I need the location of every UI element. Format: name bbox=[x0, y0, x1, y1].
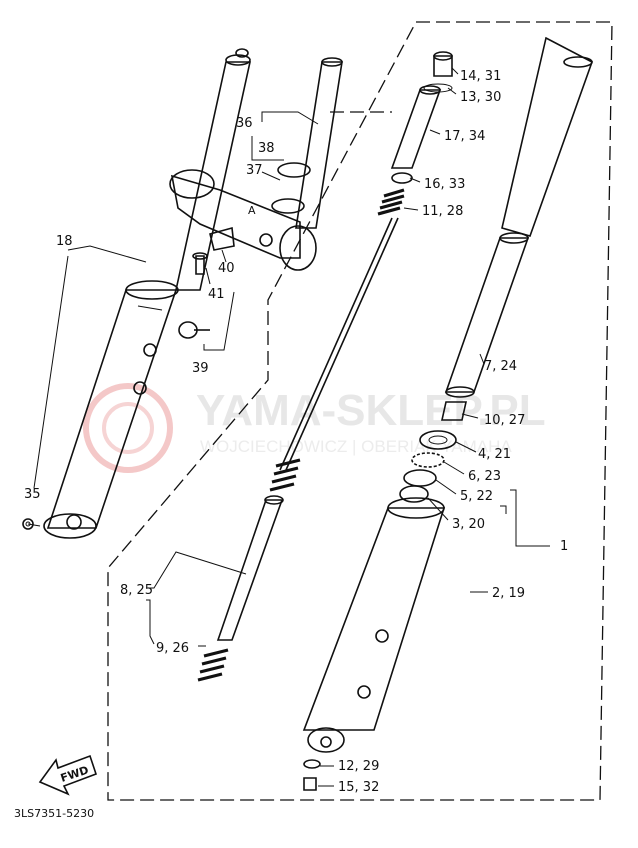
callout-36: 36 bbox=[236, 116, 253, 131]
callout-6-23: 6, 23 bbox=[468, 469, 501, 484]
callout-8-25: 8, 25 bbox=[120, 583, 153, 598]
callout-12-29: 12, 29 bbox=[338, 759, 379, 774]
callout-15-32: 15, 32 bbox=[338, 780, 379, 795]
callout-13-30: 13, 30 bbox=[460, 90, 501, 105]
drain-bolt-icon bbox=[22, 518, 34, 530]
disassembled-fork-leg bbox=[302, 36, 593, 791]
under-bracket: A bbox=[169, 57, 343, 339]
callout-labels: 14, 31 13, 30 17, 34 16, 33 11, 28 36 38… bbox=[24, 69, 568, 795]
callout-2-19: 2, 19 bbox=[492, 586, 525, 601]
cable-clamp-icon bbox=[209, 226, 235, 251]
callout-9-26: 9, 26 bbox=[156, 641, 189, 656]
watermark-logo-icon bbox=[83, 383, 173, 473]
callout-1: 1 bbox=[560, 539, 568, 554]
callout-17-34: 17, 34 bbox=[444, 129, 485, 144]
assembled-fork-leg bbox=[22, 48, 251, 539]
cap-bolt-icon bbox=[433, 55, 453, 77]
watermark-subtitle: WOJCIECHOWICZ | OBERIAK YAMAHA bbox=[200, 437, 512, 456]
diagram-code: 3LS7351-5230 bbox=[14, 807, 94, 820]
bolt-41-icon bbox=[195, 255, 205, 275]
oil-seal-icon bbox=[419, 430, 457, 450]
callout-10-27: 10, 27 bbox=[484, 413, 525, 428]
callout-35: 35 bbox=[24, 487, 41, 502]
fwd-arrow-icon: FWD bbox=[38, 754, 98, 796]
callout-14-31: 14, 31 bbox=[460, 69, 501, 84]
leader-lines bbox=[33, 67, 550, 787]
watermark-title: YAMA-SKLEP.PL bbox=[196, 386, 546, 435]
callout-4-21: 4, 21 bbox=[478, 447, 511, 462]
fork-internals bbox=[197, 51, 453, 682]
damper-rod-icon bbox=[216, 499, 284, 641]
callout-41: 41 bbox=[208, 287, 225, 302]
callout-38: 38 bbox=[258, 141, 275, 156]
svg-text:A: A bbox=[248, 204, 256, 217]
callout-37: 37 bbox=[246, 163, 263, 178]
callout-39: 39 bbox=[192, 361, 209, 376]
callout-7-24: 7, 24 bbox=[484, 359, 517, 374]
callout-40: 40 bbox=[218, 261, 235, 276]
assembly-group-outline bbox=[107, 21, 613, 801]
outer-tube-icon bbox=[302, 507, 446, 731]
damper-bolt-icon bbox=[303, 777, 317, 791]
callout-3-20: 3, 20 bbox=[452, 517, 485, 532]
callout-16-33: 16, 33 bbox=[424, 177, 465, 192]
callout-18: 18 bbox=[56, 234, 73, 249]
watermark: YAMA-SKLEP.PL WOJCIECHOWICZ | OBERIAK YA… bbox=[83, 383, 546, 473]
callout-5-22: 5, 22 bbox=[460, 489, 493, 504]
callout-11-28: 11, 28 bbox=[422, 204, 463, 219]
